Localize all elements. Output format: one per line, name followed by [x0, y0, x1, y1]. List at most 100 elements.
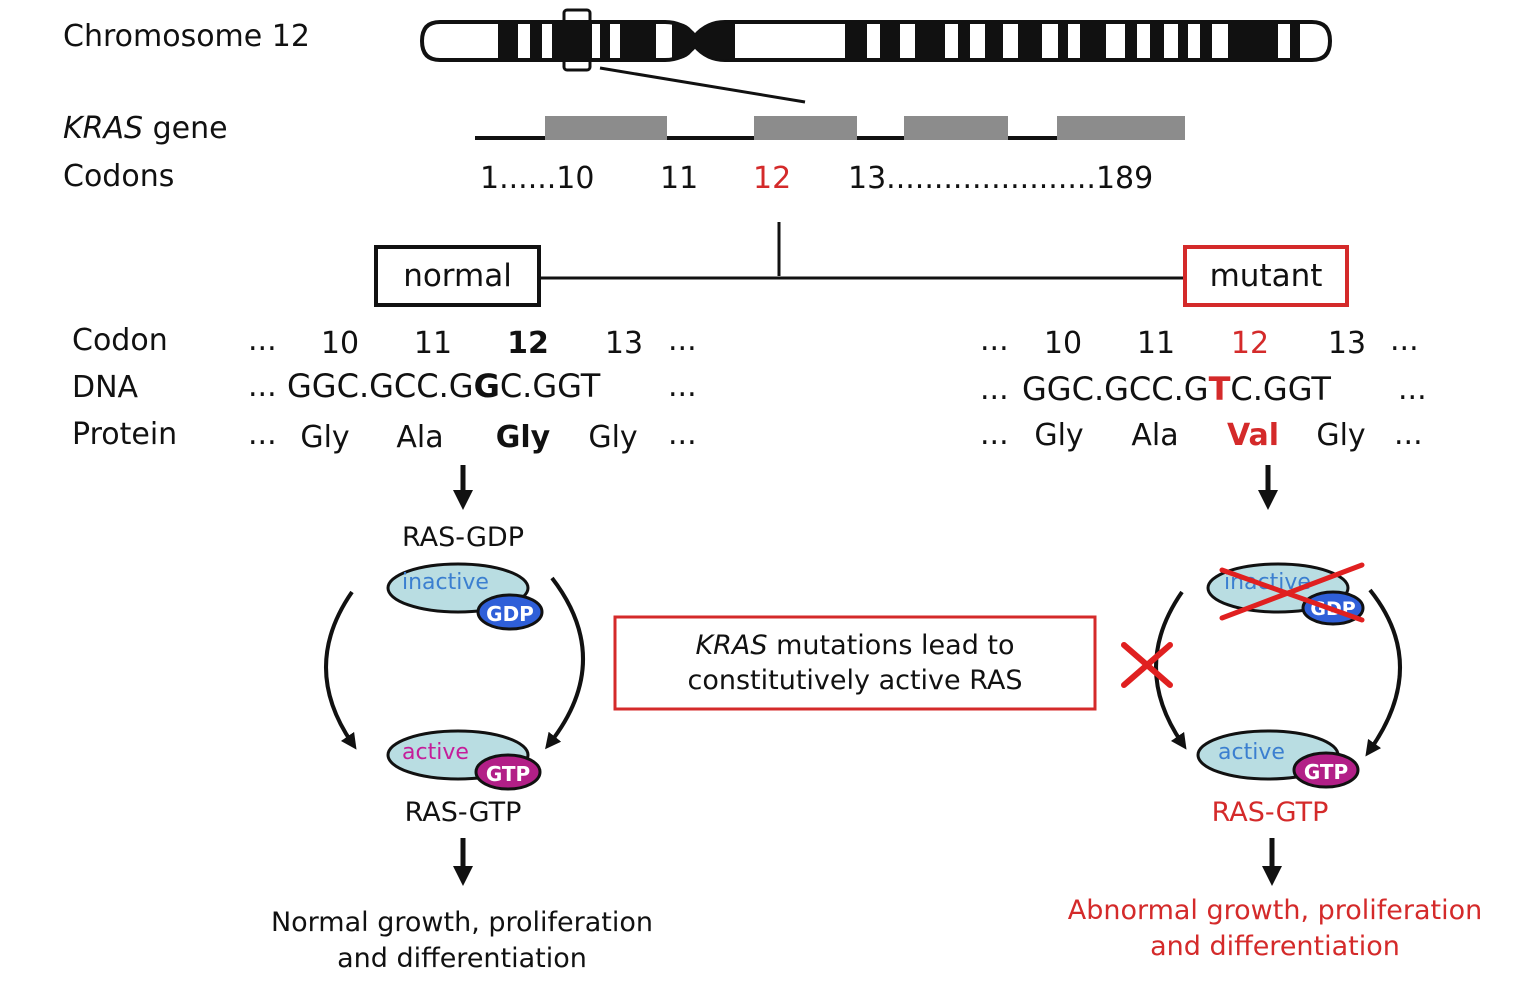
ellipsis: ... [1390, 323, 1419, 358]
message-box [613, 615, 1097, 711]
normal-codon-10: 10 [320, 326, 360, 361]
ellipsis: ... [248, 323, 277, 358]
codon-scale-end: 13......................189 [848, 161, 1154, 196]
gtp-badge [474, 753, 542, 791]
gdp-text: GDP [1310, 598, 1356, 620]
dna-variant-base: T [1208, 370, 1231, 408]
active-text: active [1218, 740, 1285, 765]
ellipsis: ... [668, 323, 697, 358]
branch-connector [540, 222, 1183, 280]
gdp-text: GDP [486, 602, 534, 626]
normal-cycle-arrows [324, 576, 585, 750]
dna-codon: GGT [532, 367, 601, 405]
normal-ras-gdp-label: RAS-GDP [401, 522, 524, 553]
gene-suffix: gene [143, 111, 228, 146]
active-text: active [402, 740, 469, 765]
outcome-line: Normal growth, proliferation [270, 907, 654, 938]
locus-highlight-box [562, 8, 592, 72]
gtp-text: GTP [1303, 760, 1349, 784]
normal-protein-12: Gly [495, 420, 551, 455]
gene-track [475, 116, 1185, 140]
codons-label: Codons [63, 159, 175, 194]
normal-dna-sequence: GGC.GCC.GGC.GGT [287, 370, 600, 402]
dna-base: C [499, 367, 523, 405]
row-label-protein: Protein [72, 417, 178, 452]
cycle-arrow-left [324, 590, 357, 750]
normal-ras-gtp-label: RAS-GTP [404, 797, 522, 828]
ellipsis: ... [980, 372, 1009, 407]
outcome-line: and differentiation [1150, 931, 1400, 963]
mutant-outcome: Abnormal growth, proliferation and diffe… [1030, 893, 1520, 966]
dna-base: G [1183, 370, 1209, 408]
dna-separator: . [1252, 370, 1263, 408]
mutant-protein-11: Ala [1131, 418, 1179, 453]
normal-active-ras [386, 729, 542, 791]
gtp-text: GTP [485, 762, 531, 786]
mutant-active-ras [1196, 729, 1360, 789]
exon [754, 116, 857, 140]
ellipsis: ... [248, 369, 277, 404]
normal-protein-11: Ala [396, 420, 444, 455]
codon-scale-11: 11 [660, 161, 699, 196]
dna-codon: GGC [287, 367, 359, 405]
codon-scale-12: 12 [753, 161, 792, 196]
gdp-badge [476, 593, 544, 631]
dna-codon: GCC [369, 367, 439, 405]
dna-codon: GGC [1022, 370, 1094, 408]
dna-separator: . [438, 367, 449, 405]
dna-variant-base: G [473, 367, 500, 405]
codon-scale-start: 1......10 [480, 161, 595, 196]
mutant-codon-11: 11 [1136, 326, 1176, 361]
mutant-protein-13: Gly [1316, 418, 1366, 453]
dna-base: G [448, 367, 474, 405]
dna-separator: . [1173, 370, 1184, 408]
gtp-badge [1292, 751, 1360, 789]
ellipsis: ... [1398, 372, 1427, 407]
chromosome-bands [498, 22, 1300, 60]
cycle-arrow-right [545, 576, 585, 750]
message-line-1: KRAS mutations lead to [615, 628, 1095, 663]
ellipsis: ... [980, 417, 1009, 452]
ellipsis: ... [668, 369, 697, 404]
mutant-protein-12: Val [1226, 418, 1280, 453]
mutant-protein-10: Gly [1034, 418, 1084, 453]
mutant-box: mutant [1183, 245, 1349, 307]
exon [545, 116, 667, 140]
ellipsis: ... [1394, 417, 1423, 452]
normal-inactive-ras [386, 562, 544, 631]
dna-separator: . [1093, 370, 1105, 408]
dna-codon: GGT [1262, 370, 1331, 408]
ellipsis: ... [248, 417, 277, 452]
gene-label: KRAS gene [63, 114, 228, 144]
mutant-dna-sequence: GGC.GCC.GTC.GGT [1022, 373, 1331, 405]
normal-protein-10: Gly [300, 420, 350, 455]
outcome-line: and differentiation [337, 943, 587, 975]
row-label-dna: DNA [72, 370, 139, 405]
normal-codon-13: 13 [604, 326, 644, 361]
mutant-codon-13: 13 [1327, 326, 1367, 361]
row-label-codon: Codon [72, 323, 168, 358]
ellipsis: ... [668, 417, 697, 452]
exon [904, 116, 1008, 140]
mutant-ras-gtp-label: RAS-GTP [1211, 797, 1329, 828]
dna-separator: . [358, 367, 370, 405]
mutant-codon-12: 12 [1230, 326, 1270, 361]
mutant-cycle-arrows [1154, 588, 1402, 757]
gene-name: KRAS [63, 111, 144, 146]
inactive-text: inactive [1224, 570, 1311, 595]
message-gene: KRAS [695, 630, 768, 661]
normal-outcome: Normal growth, proliferation and differe… [232, 905, 692, 978]
normal-codon-12: 12 [507, 326, 549, 361]
chromosome-label: Chromosome 12 [63, 19, 310, 54]
mutant-codon-10: 10 [1043, 326, 1083, 361]
normal-box: normal [374, 245, 541, 307]
inactive-text: inactive [402, 570, 489, 595]
cycle-arrow-left [1154, 590, 1187, 750]
ellipsis: ... [980, 323, 1009, 358]
normal-protein-13: Gly [588, 420, 638, 455]
chromosome-ideogram [419, 8, 1333, 104]
dna-codon: GCC [1104, 370, 1174, 408]
zoom-line [599, 66, 806, 104]
dna-base: C [1230, 370, 1253, 408]
